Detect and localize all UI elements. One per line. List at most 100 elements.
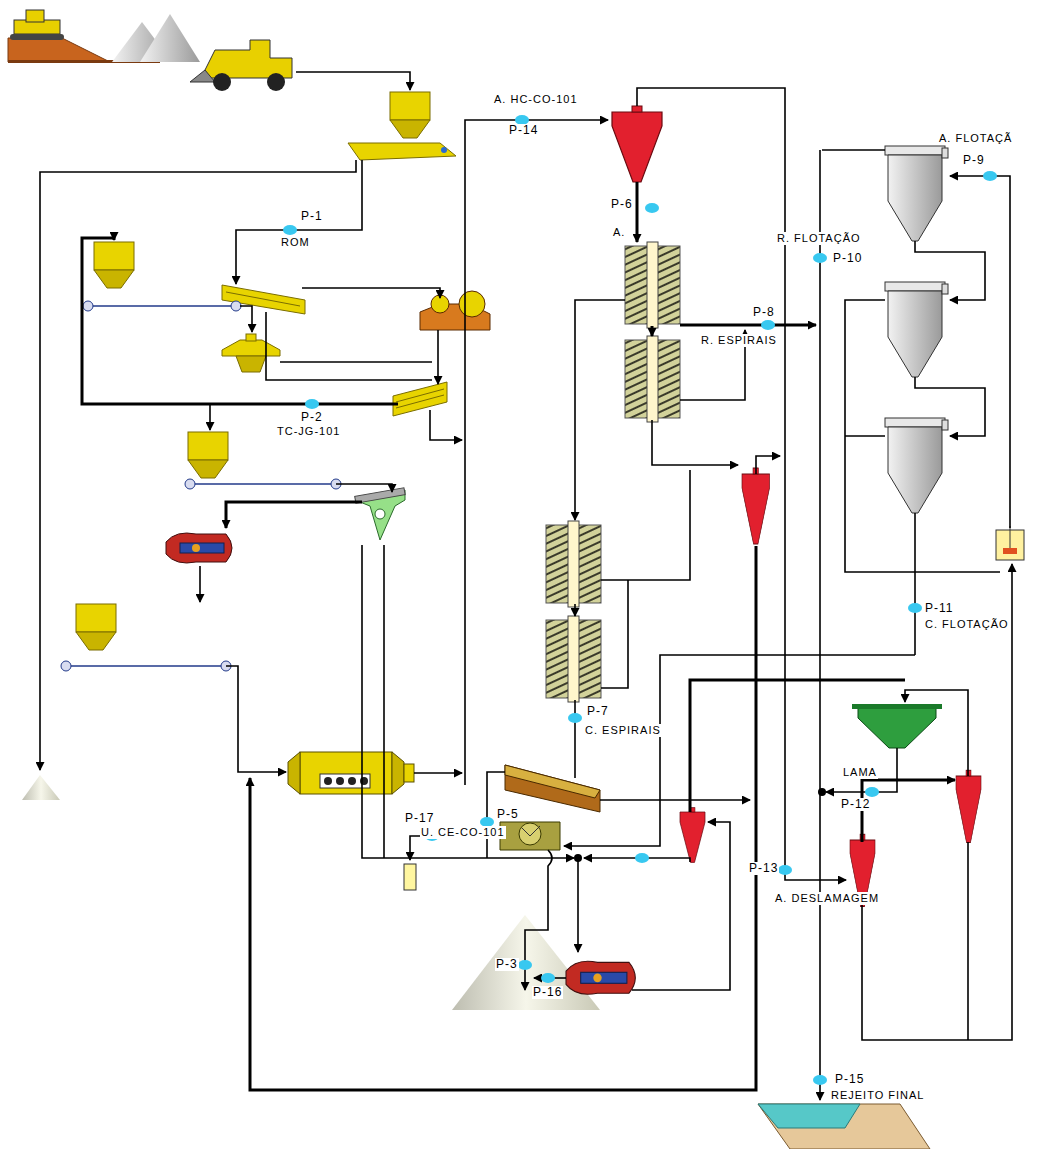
flotation-cell-1 xyxy=(885,146,948,241)
magnetic-separator-part xyxy=(522,826,540,836)
sample-point-label: P-2 xyxy=(300,411,324,424)
flow-lines-part xyxy=(651,326,654,336)
feeder-motor xyxy=(441,147,447,153)
spiral-classifier-part xyxy=(505,765,600,798)
flow-lines-part xyxy=(296,72,410,90)
flow-lines-part xyxy=(410,836,500,860)
thickener-part xyxy=(858,708,936,748)
sample-points-part xyxy=(568,713,582,723)
flow-lines-part xyxy=(601,580,628,688)
jaw-crusher xyxy=(420,291,490,330)
stream-label: A. DESLAMAGEM xyxy=(774,892,880,905)
flow-lines-part xyxy=(967,842,969,1040)
sample-point-label: P-16 xyxy=(532,986,563,999)
flow-lines-part xyxy=(577,858,579,952)
secondary-screen-part xyxy=(393,382,447,416)
conveyor-3 xyxy=(61,661,231,671)
mine-illustration-part xyxy=(205,40,292,78)
ball-mill-part xyxy=(300,752,392,794)
sample-points-part xyxy=(518,960,532,970)
spiral-rougher-part xyxy=(625,242,680,328)
hydrocyclone-1 xyxy=(612,106,662,182)
deslime-cyclone-1 xyxy=(680,808,705,863)
mine-illustration xyxy=(8,10,292,91)
ball-mill-part xyxy=(348,777,356,785)
conditioner-tank-part xyxy=(1003,548,1017,554)
flow-lines-part xyxy=(575,300,625,520)
conveyor-2 xyxy=(185,479,341,489)
hydrocyclone-1-part xyxy=(612,106,662,182)
sample-points-part xyxy=(908,603,922,613)
sample-point-label: P-14 xyxy=(508,124,539,137)
spiral-2 xyxy=(625,336,680,422)
cone-crusher-part xyxy=(246,334,256,341)
flow-lines-part xyxy=(845,300,1000,572)
flow-lines-part xyxy=(914,513,916,655)
flow-lines-part xyxy=(818,788,826,796)
surge-hopper-1-part xyxy=(94,242,134,288)
conveyor-2-part xyxy=(185,479,195,489)
flotation-cell-1-part xyxy=(885,146,948,241)
spiral-classifier-part xyxy=(505,765,600,812)
flow-lines-part xyxy=(574,700,576,778)
flow-lines-part xyxy=(302,288,440,298)
flow-lines-part xyxy=(690,680,905,812)
spiral-classifier xyxy=(505,765,600,812)
mine-illustration-part xyxy=(190,70,215,82)
sample-point-label: P-13 xyxy=(748,862,779,875)
mine-illustration-part xyxy=(267,73,285,91)
sample-points-part xyxy=(865,787,879,797)
concentrate-filter xyxy=(566,961,635,994)
mine-illustration-part xyxy=(140,14,200,62)
sample-points-part xyxy=(305,399,319,409)
tertiary-screen xyxy=(355,488,405,540)
flow-lines-part xyxy=(637,88,846,880)
surge-hopper-3 xyxy=(76,604,116,650)
stream-label: ROM xyxy=(280,236,311,249)
flow-lines-part xyxy=(362,545,574,858)
flow-lines-part xyxy=(82,238,398,404)
flow-lines-part xyxy=(465,120,608,785)
spiral-2-part xyxy=(625,336,680,422)
cone-crusher-part xyxy=(222,340,280,356)
flow-lines-part xyxy=(226,666,286,772)
stream-label: LAMA xyxy=(842,766,878,779)
vibrating-feeder xyxy=(348,143,456,160)
sample-cutter xyxy=(404,864,416,890)
tailings-dam-part xyxy=(758,1104,860,1128)
stream-label: A. xyxy=(612,226,626,239)
flow-lines-part xyxy=(437,330,439,384)
ball-mill-part xyxy=(288,752,404,794)
sample-point-label: P-12 xyxy=(840,798,871,811)
deslime-cyclone-1-part xyxy=(680,808,705,863)
thickener-part xyxy=(852,704,942,709)
flow-lines-part xyxy=(336,484,392,492)
secondary-screen-part xyxy=(396,389,444,402)
cone-crusher-part xyxy=(236,356,266,372)
tailings-dam xyxy=(758,1104,930,1149)
flow-lines-part xyxy=(574,854,582,862)
sample-points-part xyxy=(761,320,775,330)
primary-screen xyxy=(222,285,305,314)
sample-points xyxy=(283,115,997,1085)
cone-crusher xyxy=(222,334,280,372)
spiral-3-part xyxy=(546,521,601,607)
rom-pile xyxy=(22,775,60,800)
sample-point-label: P-15 xyxy=(834,1073,865,1086)
stream-label: A. FLOTAÇÃ xyxy=(938,132,1013,145)
mine-illustration-part xyxy=(10,34,64,40)
magnetic-separator-part xyxy=(500,822,560,850)
middling-cyclone xyxy=(742,468,770,544)
spiral-rougher xyxy=(625,242,680,328)
thickener xyxy=(852,704,942,748)
ball-mill-part xyxy=(324,777,332,785)
feed-hopper xyxy=(390,92,430,138)
middling-cyclone-part xyxy=(742,468,770,544)
flow-lines-part xyxy=(822,149,885,151)
sample-point-label: P-8 xyxy=(752,306,776,319)
flow-lines-part xyxy=(915,241,985,300)
flow-lines-part xyxy=(430,410,462,440)
flow-lines-part xyxy=(680,324,816,327)
conveyor-1-part xyxy=(83,301,93,311)
